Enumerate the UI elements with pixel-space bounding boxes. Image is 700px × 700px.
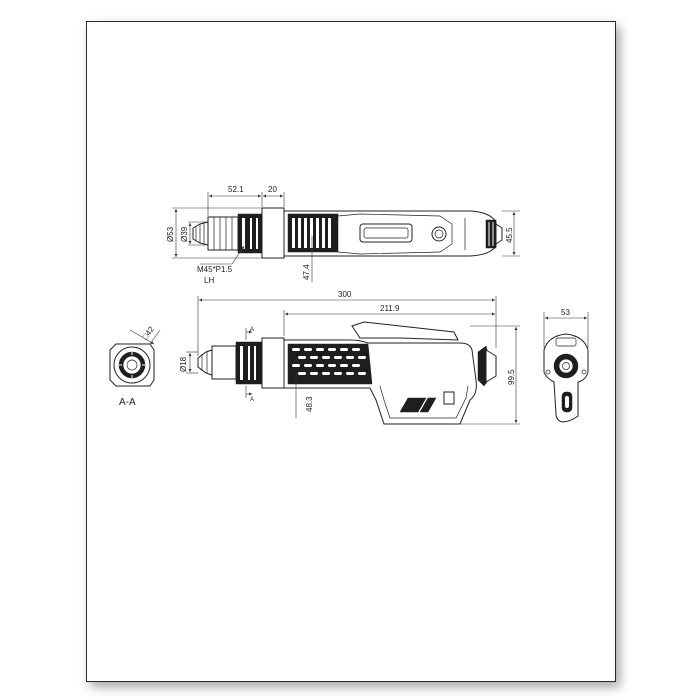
section-mark-bottom: A xyxy=(250,397,254,403)
dim-53-end-label: 53 xyxy=(561,308,570,317)
thread-lh-label: LH xyxy=(204,276,214,285)
dim-20-label: 20 xyxy=(268,185,277,194)
dim-52-1-label: 52.1 xyxy=(228,185,244,194)
dim-dia53-label: Ø53 xyxy=(166,226,175,242)
brand-logo-mark xyxy=(399,397,437,413)
dim-211-9-label: 211.9 xyxy=(380,304,400,313)
end-view: 53 xyxy=(543,308,589,423)
thread-callout-label: M45*P1.5 xyxy=(197,265,233,274)
dim-45-5-label: 45.5 xyxy=(505,227,514,243)
section-mark-top: A xyxy=(250,327,254,333)
top-view: 52.1 20 Ø53 Ø39 45.5 47.4 M45*P1.5 LH xyxy=(166,185,520,285)
dim-99-5-label: 99.5 xyxy=(507,369,516,385)
dim-48-3-label: 48.3 xyxy=(305,396,314,412)
side-view: A A 300 211.9 Ø18 99.5 48.3 xyxy=(179,290,520,425)
section-label: A-A xyxy=(119,397,136,408)
dim-47-4-label: 47.4 xyxy=(302,264,311,280)
dim-dia39-label: Ø39 xyxy=(180,226,189,242)
section-view-a-a: □42 A-A xyxy=(109,324,161,408)
dim-dia18-label: Ø18 xyxy=(179,356,188,372)
dim-300-label: 300 xyxy=(338,290,352,299)
